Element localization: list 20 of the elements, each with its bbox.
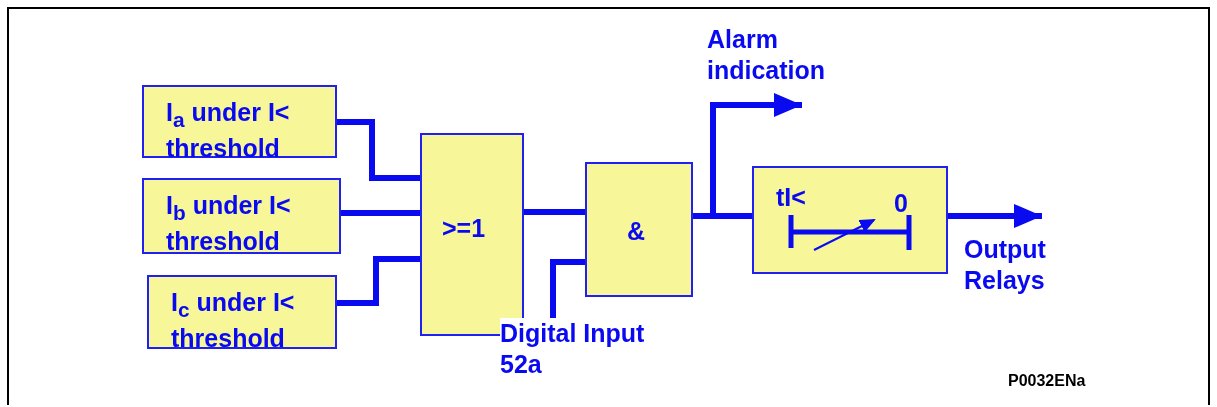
arrow <box>693 93 802 219</box>
input-condition-box <box>142 85 337 158</box>
signal-line <box>337 256 420 306</box>
signal-line <box>524 209 585 215</box>
timer-label: tI< <box>776 182 806 212</box>
input-condition-box <box>142 178 341 254</box>
signal-line <box>337 119 420 181</box>
condition-text: I$_{b}$ under I< threshold <box>166 190 292 256</box>
signal-line <box>341 210 420 216</box>
signal-line <box>550 259 585 318</box>
gate-symbol: >=1 <box>442 213 486 243</box>
timer-box <box>752 166 948 274</box>
reset-value: 0 <box>894 188 908 218</box>
input-condition-box <box>147 275 337 349</box>
condition-text: I$_{c}$ under I< threshold <box>171 287 296 353</box>
figure-code: P0032ENa <box>1008 372 1086 390</box>
arrow <box>948 204 1042 228</box>
condition-text: I$_{a}$ under I< threshold <box>166 97 291 163</box>
logic-gate-box <box>585 162 693 297</box>
gate-symbol: & <box>627 216 646 246</box>
